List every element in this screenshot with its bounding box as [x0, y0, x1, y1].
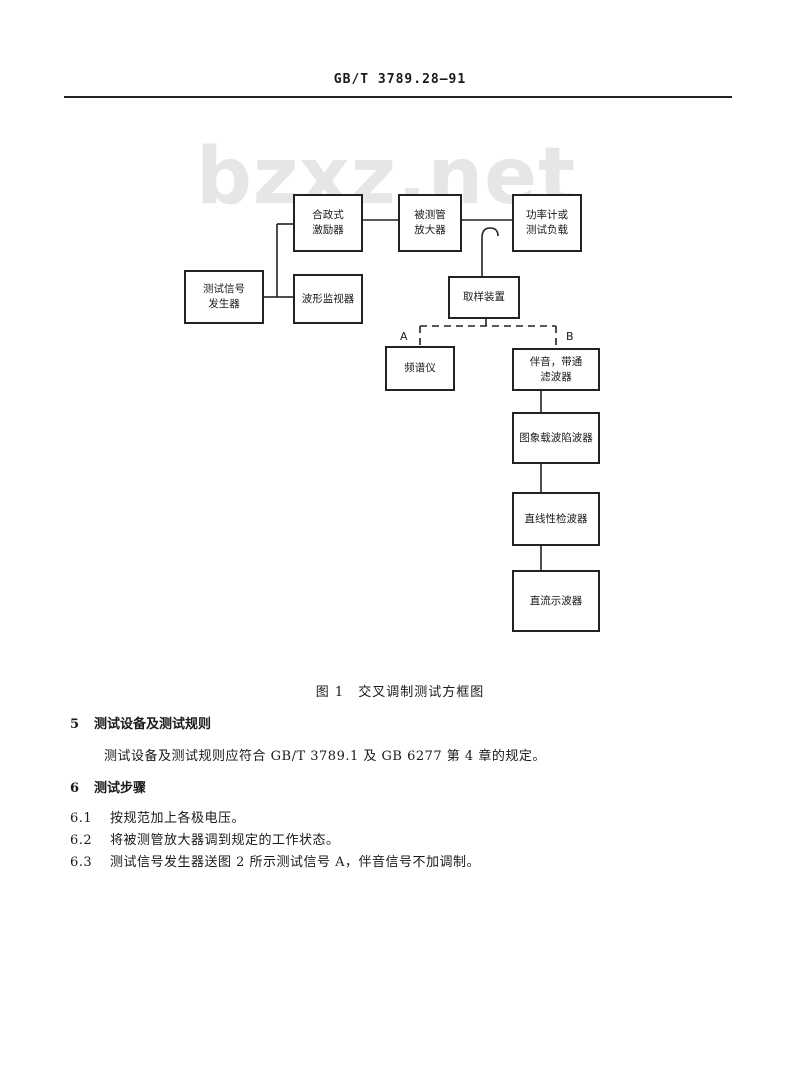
- branch-label-a: A: [400, 330, 408, 343]
- header-rule: [64, 96, 732, 98]
- bandpass-filter-block: 伴音，带通滤波器: [512, 348, 600, 391]
- power-meter-block: 功率计或测试负载: [512, 194, 582, 252]
- signal-generator-block: 测试信号发生器: [184, 270, 264, 324]
- coupler-hook: [481, 227, 499, 276]
- amplifier-under-test-block: 被测管放大器: [398, 194, 462, 252]
- page-header-standard-number: GB/T 3789.28—91: [333, 72, 467, 87]
- exciter-block: 合政式激励器: [293, 194, 363, 252]
- spectrum-analyzer-block: 频谱仪: [385, 346, 455, 391]
- figure-caption: 图 1 交叉调制测试方框图: [315, 685, 485, 700]
- section-5-body: 测试设备及测试规则应符合 GB/T 3789.1 及 GB 6277 第 4 章…: [104, 749, 546, 764]
- sampler-block: 取样装置: [448, 276, 520, 319]
- linear-detector-block: 直线性检波器: [512, 492, 600, 546]
- carrier-trap-filter-block: 图象载波陷波器: [512, 412, 600, 464]
- oscilloscope-block: 直流示波器: [512, 570, 600, 632]
- waveform-monitor-block: 波形监视器: [293, 274, 363, 324]
- branch-label-b: B: [566, 330, 574, 343]
- block-diagram-connectors: [264, 219, 557, 570]
